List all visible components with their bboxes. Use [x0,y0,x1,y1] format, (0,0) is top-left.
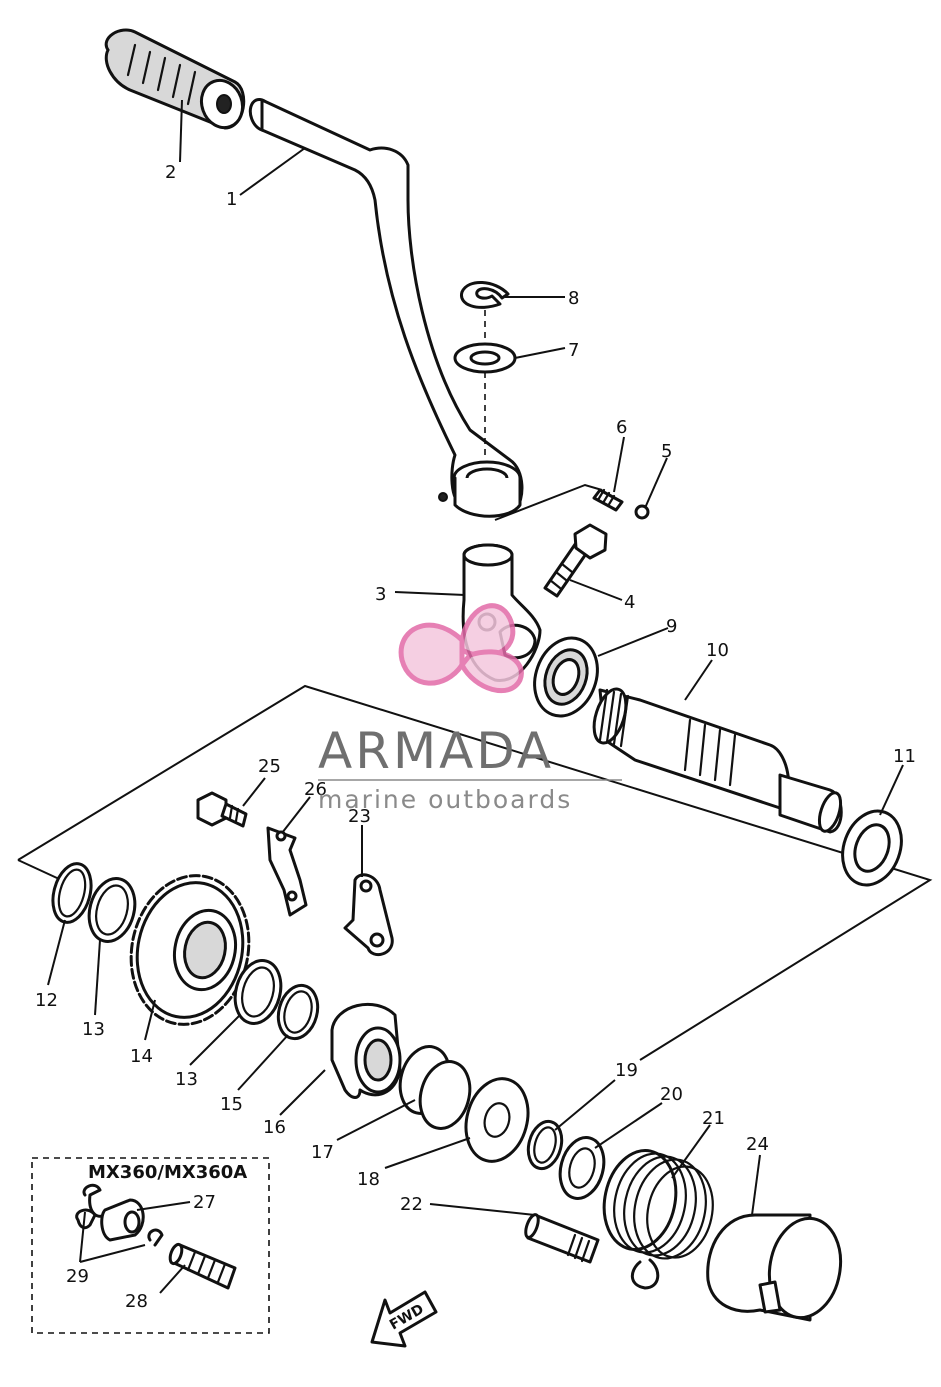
callout-22: 22 [400,1194,423,1215]
circlip-19 [526,1119,564,1171]
callout-23: 24 [746,1134,769,1155]
circlip [460,281,510,309]
callout-6: 6 [616,417,627,438]
watermark: ARMADA marine outboards [318,603,622,814]
detent-spring [592,488,624,512]
callout-18: 18 [357,1169,380,1190]
ratchet-wheel [330,1002,402,1099]
kick-spring [602,1149,714,1290]
callout-8: 8 [568,288,579,309]
callout-4: 4 [624,592,635,613]
callout-3: 3 [375,584,386,605]
detent-ball [634,504,650,520]
lock-plate [266,826,308,917]
leader-lines [47,99,904,1294]
callout-27: 27 [193,1192,216,1213]
kick-grip [104,28,246,130]
washer-7 [453,342,517,374]
kick-guide [343,873,394,957]
washer-13-left [87,877,137,943]
watermark-brand: ARMADA [318,722,554,780]
oil-seal [533,636,599,718]
washer-18 [464,1077,530,1163]
washer-20 [558,1136,606,1200]
callout-29: 29 [66,1266,89,1287]
kick-crank-lever [248,98,524,518]
callout-5: 5 [661,441,672,462]
callout-28: 28 [125,1291,148,1312]
callout-17: 17 [311,1142,334,1163]
callout-14: 14 [130,1046,153,1067]
fwd-arrow: FWD [370,1290,438,1348]
kick-axle [592,687,843,834]
callout-26: 25 [258,756,281,777]
model-inset: MX360/MX360A [31,1157,270,1334]
callout-15: 15 [220,1094,243,1115]
callout-25: 26 [304,779,327,800]
armada-logo-icon [398,603,524,694]
callout-24: 23 [348,806,371,827]
callout-21: 21 [702,1108,725,1129]
spring-pin [524,1213,600,1264]
bolt-26 [196,791,248,828]
callout-19: 19 [615,1060,638,1081]
callout-20: 20 [660,1084,683,1105]
callout-11: 11 [893,746,916,767]
callout-labels: 2 1 8 7 6 5 3 4 9 10 11 25 26 23 12 13 1… [35,162,916,1312]
spring-cover [706,1213,843,1322]
callout-13-left: 13 [82,1019,105,1040]
callout-9: 9 [666,616,677,637]
callout-16: 16 [263,1117,286,1138]
watermark-tagline: marine outboards [318,785,572,814]
callout-1: 1 [226,189,237,210]
kick-gear [129,874,251,1026]
callout-13-right: 13 [175,1069,198,1090]
callout-2: 2 [165,162,176,183]
callout-10: 10 [706,640,729,661]
model-label: MX360/MX360A [88,1162,247,1183]
circlip-15 [276,983,320,1041]
pinch-bolt [543,523,608,598]
shim-washer-11 [841,809,903,887]
callout-7: 7 [568,340,579,361]
ratchet-spring [398,1045,472,1130]
washer-13-right [233,959,283,1025]
callout-12: 12 [35,990,58,1011]
